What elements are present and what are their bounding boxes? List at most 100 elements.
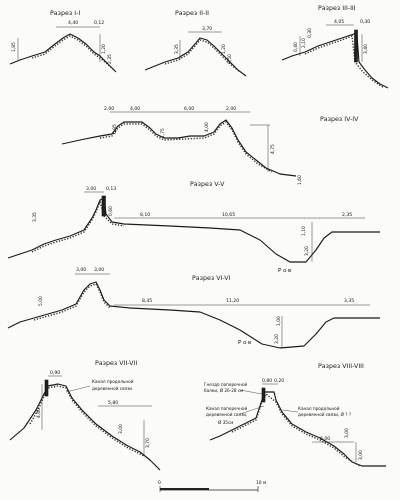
section-1-dim-height: 1,85	[11, 42, 17, 52]
section-5-dim-g: 2,35	[342, 212, 352, 218]
section-4-dim-e: 0,85	[112, 124, 118, 134]
section-4-dim-g: 4,00	[204, 122, 210, 132]
section-3-wall	[354, 29, 358, 63]
section-5-wall	[101, 195, 106, 217]
section-8-title: Разрез VIII-VIII	[318, 363, 364, 370]
section-6-dim-f: 3,35	[344, 298, 354, 304]
section-8-note-1b: балки, Ø 26-28 см	[204, 388, 243, 393]
section-8-wall	[261, 387, 266, 403]
section-2: Разрез II-II 3,70 3,35 1,20 2,50	[144, 10, 247, 77]
section-4-hatching	[99, 121, 273, 173]
section-8-leader-2	[239, 405, 265, 415]
section-6: Разрез VI-VI 3,00 3,00 5,00 8,45 11,20 3…	[7, 267, 380, 349]
section-6-dim-h: 3,20	[274, 334, 280, 344]
section-6-dim-e: 11,20	[226, 298, 239, 304]
scale-bar: 0 10 м	[158, 480, 266, 492]
scale-bar-zero: 0	[158, 480, 161, 486]
section-8-leader-1	[239, 389, 263, 395]
section-5: Разрез V-V 3,00 0,13 3,35 0,60 8,10 10,6…	[7, 181, 380, 274]
section-5-dim-b: 0,13	[106, 186, 116, 192]
section-6-dim-g: 1,00	[276, 316, 282, 326]
section-2-title: Разрез II-II	[175, 10, 209, 17]
section-1-dim-slope: 1,20	[101, 44, 107, 54]
section-5-profile	[7, 197, 380, 263]
section-2-hatching	[164, 39, 241, 73]
section-8: Разрез VIII-VIII 0,80 0,20 6,00 3,00 3,0…	[204, 363, 386, 467]
section-1-dim-top-offset: 0,12	[94, 20, 104, 26]
section-7-dim-e: 3,70	[145, 438, 151, 448]
section-5-dim-c: 3,35	[32, 212, 38, 222]
section-3-hatching	[304, 35, 385, 89]
section-4-dim-c: 6,00	[184, 106, 194, 112]
section-4-profile	[61, 119, 297, 177]
section-6-profile	[7, 281, 380, 349]
section-6-title: Разрез VI-VI	[192, 275, 231, 282]
section-7-title: Разрез VII-VII	[95, 360, 137, 367]
section-4-title: Разрез IV-IV	[320, 116, 359, 123]
section-8-leader-3	[281, 409, 299, 413]
section-8-note-2a: Канал поперечной	[206, 406, 247, 411]
section-4-dim-b: 4,00	[130, 106, 140, 112]
section-8-dim-a: 0,80	[262, 378, 272, 384]
section-4-dim-i: 1,60	[297, 175, 303, 185]
section-7-profile	[9, 383, 161, 471]
section-8-note-3a: Канал продольной	[298, 406, 340, 411]
section-7-note-line-1: Канал продольной	[92, 379, 134, 384]
section-2-dim-height: 3,35	[174, 44, 180, 54]
section-6-dim-c: 5,00	[38, 296, 44, 306]
section-3-title: Разрез III-III	[318, 5, 356, 12]
section-6-dim-a: 3,00	[76, 267, 86, 273]
section-3-dim-top-offset: 0,30	[360, 19, 370, 25]
section-6-dim-d: 8,45	[142, 298, 152, 304]
section-4-dim-f: 1,75	[160, 128, 166, 138]
section-5-dim-d: 0,60	[108, 206, 114, 216]
section-5-dim-a: 3,00	[86, 186, 96, 192]
section-1-title: Разрез I-I	[50, 10, 80, 17]
section-5-dim-h: 1,10	[301, 226, 307, 236]
section-8-note-3b: деревянной связи, Ø ? ?	[298, 412, 351, 417]
section-8-note-2b: деревянной связи,	[206, 412, 247, 417]
section-8-dim-e: 3,00	[358, 450, 364, 460]
section-3-dim-depth: 3,40	[363, 44, 369, 54]
section-8-hatching	[231, 392, 361, 467]
section-8-dim-b: 0,20	[274, 378, 284, 384]
section-2-dim-width: 3,70	[202, 26, 212, 32]
section-6-hatching	[33, 283, 111, 321]
section-1-dim-width: 4,40	[68, 20, 78, 26]
section-4: Разрез IV-IV 2,00 4,00 6,00 2,00 0,85 1,…	[61, 106, 359, 185]
section-7-note-line-2: деревянной связи	[92, 386, 132, 391]
section-8-profile	[209, 391, 386, 467]
section-1-dim-depth: 2,35	[107, 54, 113, 64]
section-3-profile	[281, 33, 389, 89]
section-8-note-2c: Ø 35см	[218, 420, 233, 425]
section-2-profile	[144, 37, 247, 77]
section-4-dim-a: 2,00	[104, 106, 114, 112]
section-6-dim-b: 3,00	[94, 267, 104, 273]
scale-bar-max: 10 м	[256, 480, 266, 486]
section-3-dim-a: 0,40	[293, 42, 299, 52]
section-4-dim-d: 2,00	[226, 106, 236, 112]
section-2-dim-slope: 1,20	[221, 44, 227, 54]
section-1: Разрез I-I 4,40 0,12 1,85 1,20 2,35	[9, 10, 117, 73]
section-5-moat-label: Ров	[278, 268, 293, 274]
section-6-moat-label: Ров	[238, 340, 253, 346]
section-7-leader	[65, 385, 91, 393]
section-1-profile	[9, 33, 117, 73]
section-4-dim-h: 4,75	[270, 144, 276, 154]
section-1-hatching	[31, 35, 115, 71]
section-8-dim-c: 6,00	[320, 436, 330, 442]
section-7-wall	[44, 379, 49, 397]
section-5-dim-f: 10,65	[222, 212, 235, 218]
section-5-title: Разрез V-V	[190, 181, 225, 188]
section-7-hatching	[29, 385, 145, 457]
section-7: Разрез VII-VII 0,90 4,60 5,80 3,00 3,70 …	[9, 360, 161, 471]
section-5-dim-i: 3,20	[304, 246, 310, 256]
section-7-dim-c: 5,80	[108, 400, 118, 406]
section-5-hatching	[31, 199, 125, 253]
section-7-dim-a: 0,90	[50, 370, 60, 376]
section-3-dim-b: 2,10	[301, 38, 307, 48]
section-2-dim-depth: 2,50	[227, 54, 233, 64]
section-7-dim-b: 4,60	[36, 408, 42, 418]
